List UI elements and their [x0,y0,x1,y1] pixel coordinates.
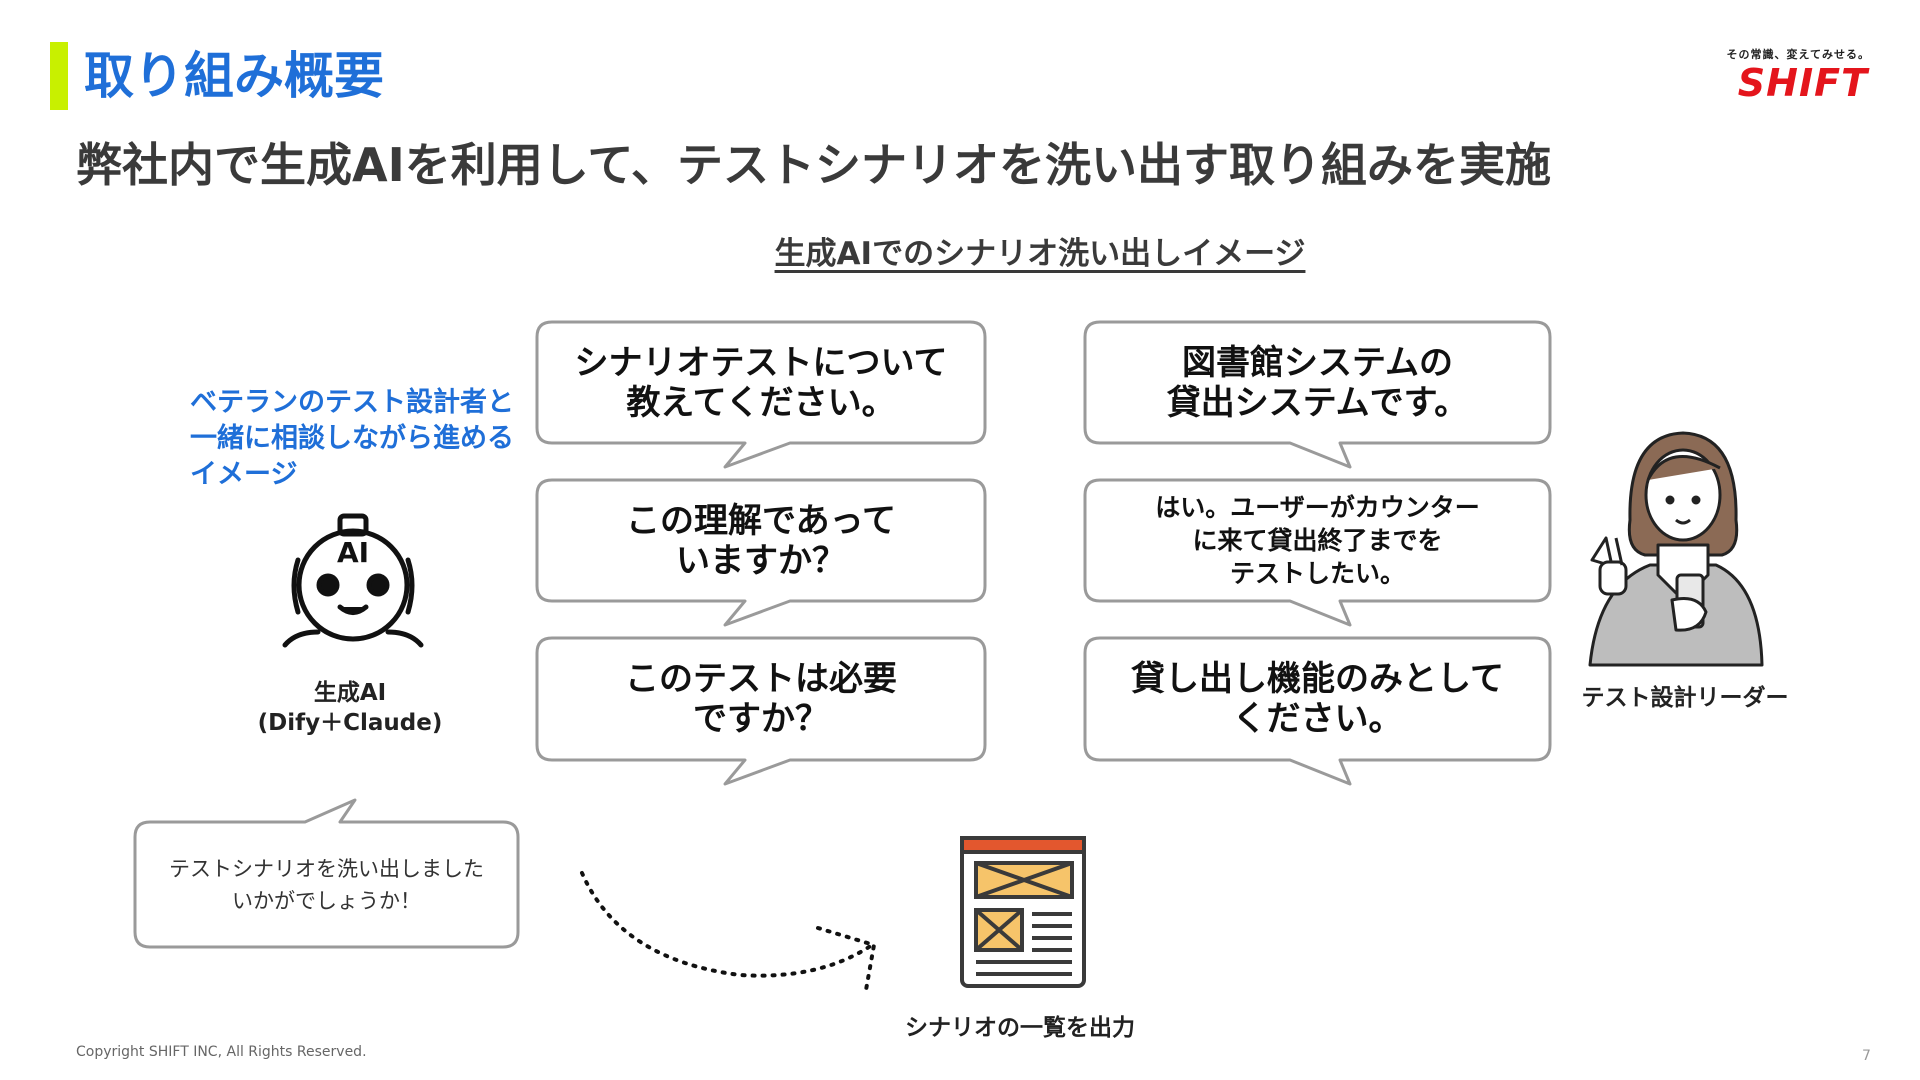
ai-bubble-3-shape [535,636,987,786]
output-label: シナリオの一覧を出力 [905,1015,1135,1041]
leader-bubble-3-shape [1083,636,1552,786]
ai-question-bubble-2: この理解であって いますか？ [626,500,896,581]
ai-result-bubble: テストシナリオを洗い出しました いかがでしょうか！ [169,857,484,913]
ai-icon-text: AI [336,536,370,569]
test-leader-person-icon [1588,431,1764,667]
logo-tagline: その常識、変えてみせる。 [1726,48,1870,61]
scenario-list-document-icon [960,836,1086,988]
result-bubble-shape [133,798,520,949]
leader-label: テスト設計リーダー [1581,685,1789,711]
output-flow-arrow [580,871,877,992]
diagram-title: 生成AIでのシナリオ洗い出しイメージ [774,236,1306,272]
ai-robot-icon [282,513,424,648]
title-accent-bar [50,42,68,110]
page-number: 7 [1862,1048,1871,1064]
leader-bubble-2-shape [1083,478,1552,627]
leader-answer-bubble-3: 貸し出し機能のみとして ください。 [1131,659,1504,739]
ai-question-bubble-1: シナリオテストについて 教えてください。 [574,342,948,423]
ai-label: 生成AI (Dify＋Claude) [257,680,443,736]
workflow-note: ベテランのテスト設計者と 一緒に相談しながら進める イメージ [190,387,514,490]
logo-wordmark: SHIFT [1737,61,1868,105]
leader-bubble-1-shape [1083,320,1552,469]
shift-logo: その常識、変えてみせる。 SHIFT [1700,46,1870,105]
page-title: 取り組み概要 [84,47,384,105]
ai-bubble-1-shape [535,320,987,469]
copyright: Copyright SHIFT INC, All Rights Reserved… [76,1044,367,1060]
leader-answer-bubble-2: はい。ユーザーがカウンター に来て貸出終了までを テストしたい。 [1155,493,1480,588]
ai-question-bubble-3: このテストは必要 ですか？ [625,659,897,739]
ai-bubble-2-shape [535,478,987,627]
slide-subtitle: 弊社内で生成AIを利用して、テストシナリオを洗い出す取り組みを実施 [76,138,1552,192]
leader-answer-bubble-1: 図書館システムの 貸出システムです。 [1166,342,1469,423]
